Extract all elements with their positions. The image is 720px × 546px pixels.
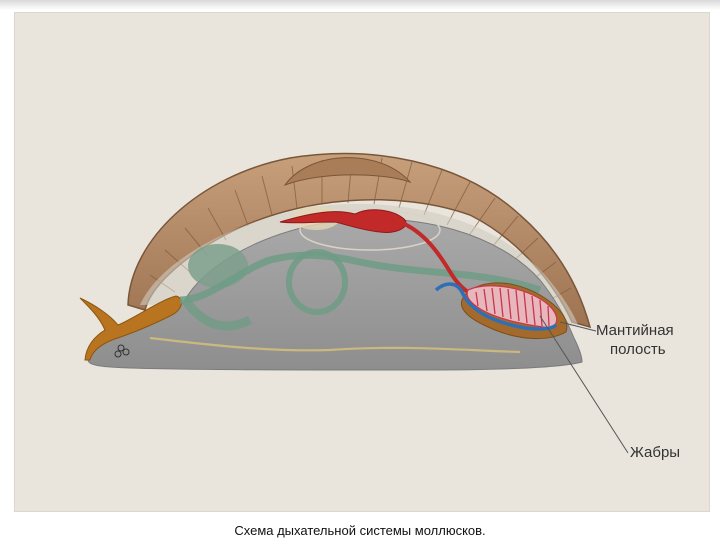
mantle-cavity-label-line2: полость <box>610 340 674 359</box>
gills-label: Жабры <box>630 443 680 462</box>
mantle-cavity-label: Мантийная полость <box>596 321 674 359</box>
mantle-cavity-label-line1: Мантийная <box>596 321 674 340</box>
figure-caption: Схема дыхательной системы моллюсков. <box>0 523 720 538</box>
